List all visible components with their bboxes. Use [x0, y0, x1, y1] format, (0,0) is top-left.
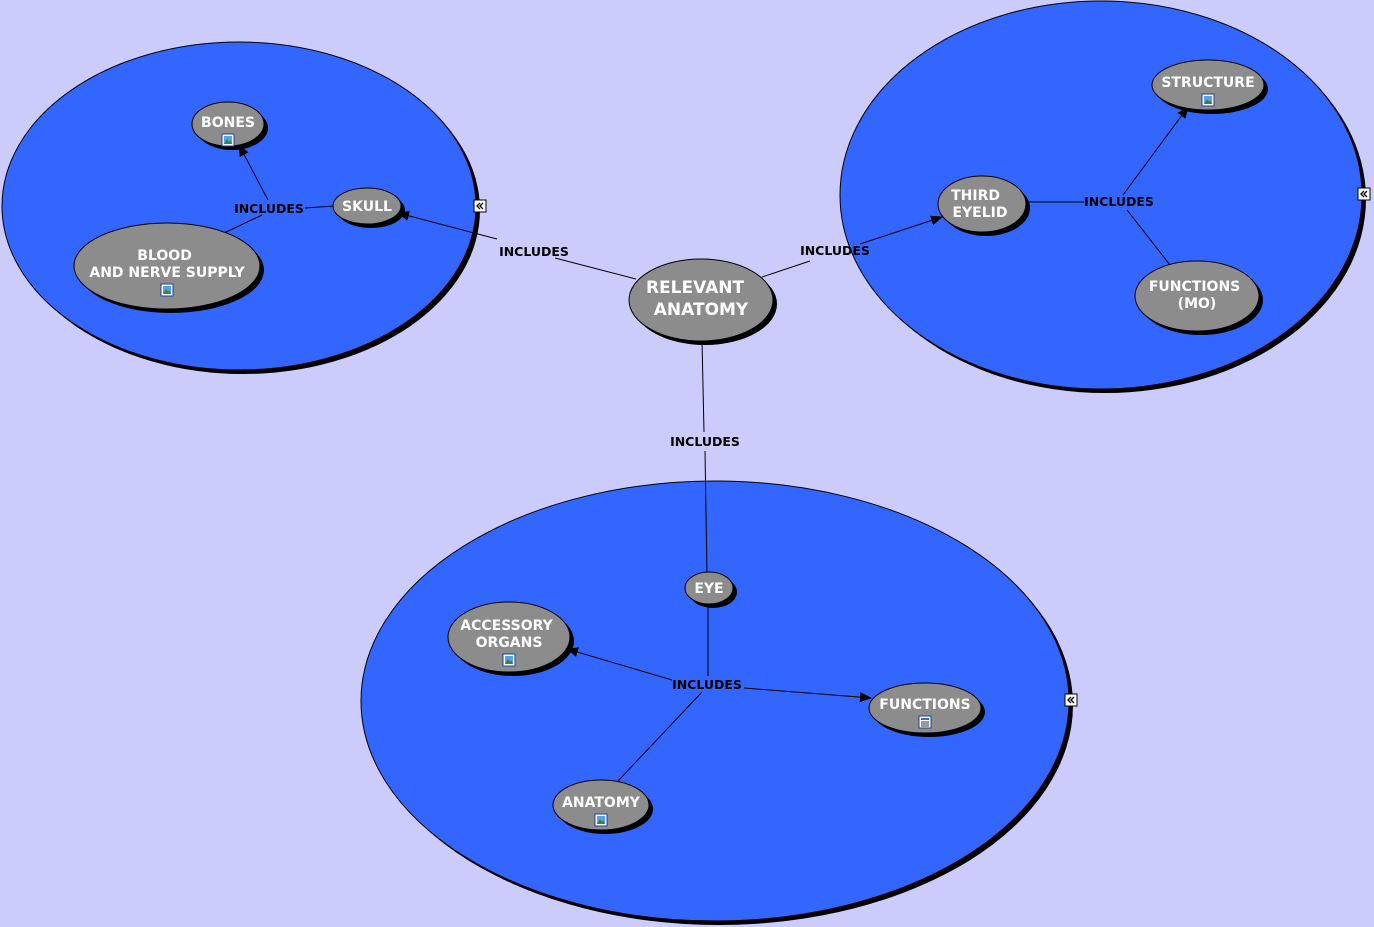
concept-label: STRUCTURE — [1161, 75, 1254, 91]
line-label-to-accessory — [566, 647, 673, 681]
image-resource-icon[interactable] — [160, 283, 174, 297]
link-label-third-eyelid-includes[interactable]: INCLUDES — [1084, 194, 1154, 209]
svg-text:FUNCTIONS (MO): FUNCTIONS (MO) — [1149, 279, 1245, 312]
concept-label-line: BLOOD — [137, 248, 192, 264]
concept-functions[interactable]: FUNCTIONS — [868, 682, 985, 737]
line-label-to-functions — [743, 687, 872, 703]
link-label-skull-includes[interactable]: INCLUDES — [234, 201, 304, 216]
concept-label-line: THIRD — [951, 188, 1000, 204]
line-right-label-to-third-eyelid — [859, 215, 943, 245]
line-label-to-anatomy — [617, 691, 703, 782]
concept-label-line: ANATOMY — [654, 300, 749, 320]
concept-label-line: FUNCTIONS — [1149, 279, 1240, 295]
concept-label-line: AND NERVE SUPPLY — [89, 265, 245, 281]
link-label-center-down[interactable]: INCLUDES — [670, 434, 740, 449]
line-label-to-blood — [223, 214, 263, 234]
line-down-label-to-eye — [704, 450, 708, 576]
link-label-center-right[interactable]: INCLUDES — [800, 243, 870, 258]
image-resource-icon[interactable] — [502, 653, 516, 667]
line-center-to-down-label — [701, 339, 705, 433]
line-label-to-bones — [238, 144, 269, 201]
line-center-to-left-label — [554, 257, 637, 280]
document-resource-icon[interactable] — [918, 715, 932, 729]
concept-label: SKULL — [342, 199, 392, 215]
cluster-eye[interactable] — [360, 480, 1073, 925]
line-center-to-right-label — [761, 260, 811, 278]
svg-text:RELEVANT ANATOMY: RELEVANT ANATOMY — [646, 278, 750, 320]
concept-label: BONES — [201, 115, 255, 131]
concept-label-line: ORGANS — [476, 635, 543, 651]
svg-text:BLOOD AND NERVE SUPPLY: BLOOD AND NERVE SUPPLY — [89, 248, 245, 281]
concept-label: ANATOMY — [562, 795, 641, 811]
collapse-icon[interactable] — [1064, 693, 1078, 707]
concept-label-line: RELEVANT — [646, 278, 745, 298]
link-labels: INCLUDES INCLUDES INCLUDES INCLUDES INCL… — [234, 194, 1154, 692]
line-skull-to-label — [304, 205, 335, 209]
collapse-icon[interactable] — [1357, 187, 1371, 201]
concept-accessory-organs[interactable]: ACCESSORY ORGANS — [447, 601, 574, 676]
link-label-eye-includes[interactable]: INCLUDES — [672, 677, 742, 692]
concept-third-eyelid[interactable]: THIRD EYELID — [937, 175, 1030, 236]
line-label-to-structure — [1122, 106, 1189, 196]
concept-label: FUNCTIONS — [879, 697, 970, 713]
concept-bones[interactable]: BONES — [191, 101, 268, 150]
concept-label-line: (MO) — [1178, 296, 1217, 312]
image-resource-icon[interactable] — [594, 813, 608, 827]
concept-label-line: ACCESSORY — [460, 618, 553, 634]
connections — [223, 106, 1189, 782]
svg-text:ACCESSORY ORGANS: ACCESSORY ORGANS — [460, 618, 557, 651]
concept-label: EYE — [694, 581, 723, 597]
concept-skull[interactable]: SKULL — [332, 187, 405, 228]
line-label-to-functions-mo — [1126, 209, 1171, 266]
concept-structure[interactable]: STRUCTURE — [1151, 59, 1268, 114]
concept-label-line: EYELID — [952, 205, 1007, 221]
link-label-center-left[interactable]: INCLUDES — [499, 244, 569, 259]
concept-eye[interactable]: EYE — [684, 571, 737, 608]
collapse-icon[interactable] — [473, 199, 487, 213]
image-resource-icon[interactable] — [221, 133, 235, 147]
concept-anatomy[interactable]: ANATOMY — [552, 779, 653, 834]
svg-text:THIRD EYELID: THIRD EYELID — [951, 188, 1007, 221]
image-resource-icon[interactable] — [1201, 93, 1215, 107]
concept-functions-mo[interactable]: FUNCTIONS (MO) — [1134, 260, 1263, 335]
concept-blood-nerve-supply[interactable]: BLOOD AND NERVE SUPPLY — [73, 222, 264, 313]
line-left-label-to-skull — [397, 210, 498, 240]
concept-relevant-anatomy[interactable]: RELEVANT ANATOMY — [628, 258, 777, 345]
